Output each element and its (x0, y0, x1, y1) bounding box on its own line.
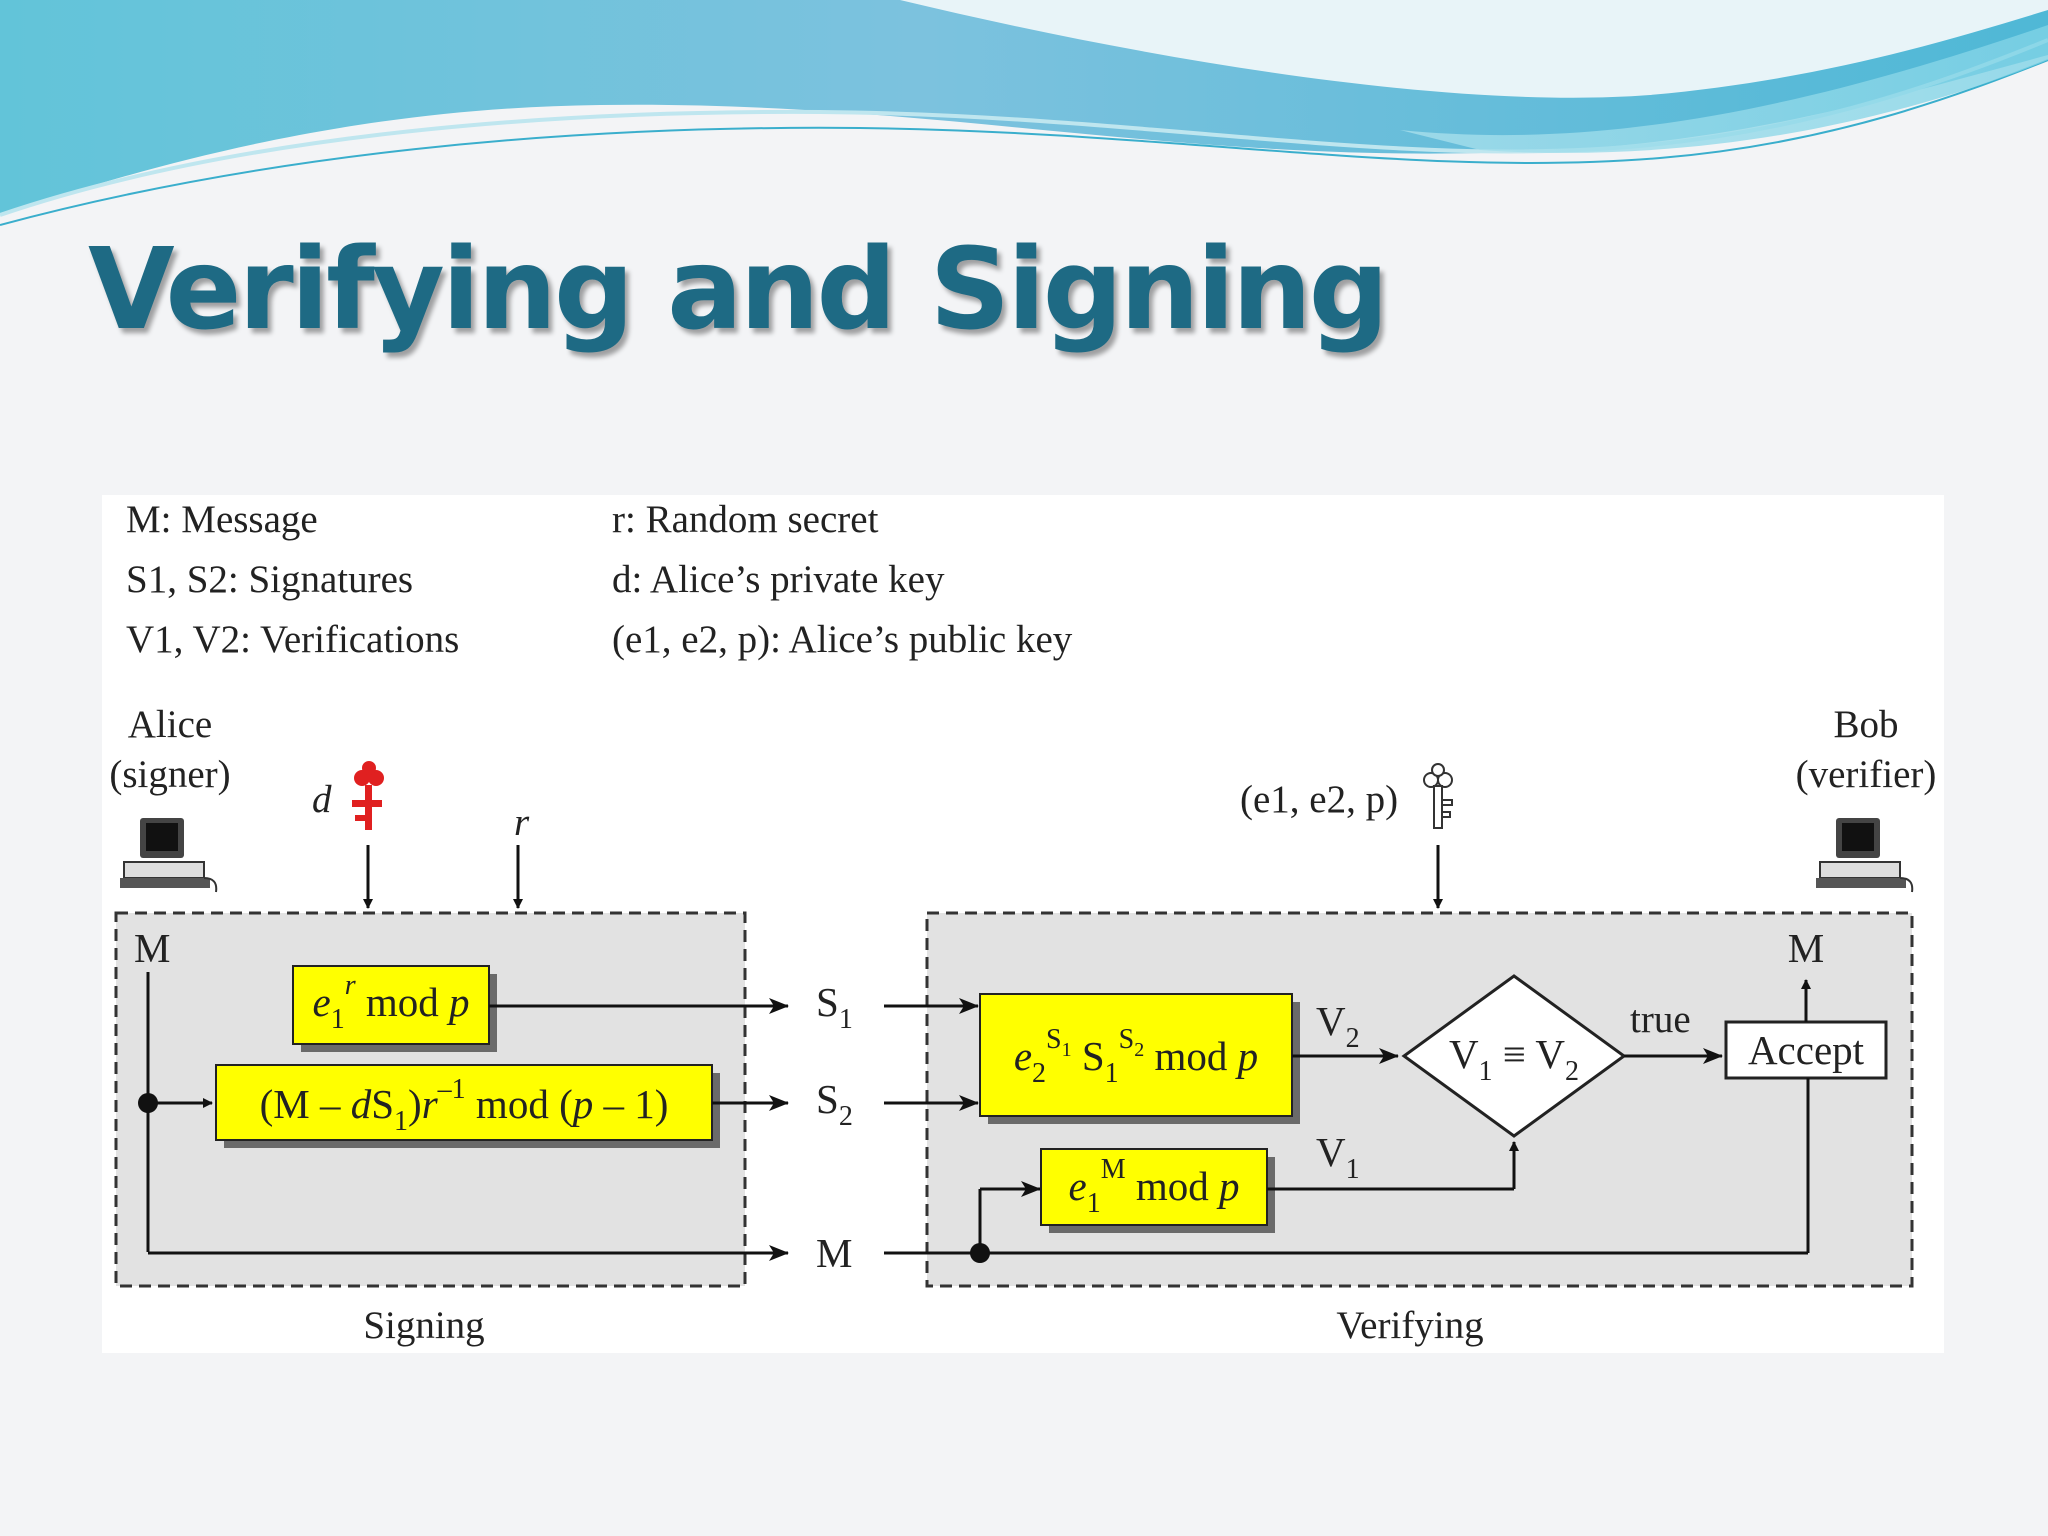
s1-formula: e1r mod p (312, 970, 469, 1035)
s2-formula-box (215, 1064, 713, 1141)
signing-label: Signing (363, 1304, 484, 1347)
legend-message: M: Message (126, 498, 318, 541)
random-symbol: r (514, 801, 530, 844)
verified-output-m: M (1788, 925, 1824, 971)
legend-random-secret: r: Random secret (612, 498, 879, 541)
s1-formula-box (292, 965, 490, 1045)
legend-private-key: d: Alice’s private key (612, 558, 945, 601)
legend-public-key: (e1, e2, p): Alice’s public key (612, 618, 1073, 661)
verifying-label: Verifying (1336, 1304, 1483, 1347)
public-key-icon (1423, 763, 1453, 829)
accept-box (1724, 1020, 1888, 1080)
v1-formula-box (1040, 1148, 1268, 1226)
public-key-label: (e1, e2, p) (1240, 778, 1398, 821)
legend-signatures: S1, S2: Signatures (126, 558, 413, 601)
true-label: true (1630, 998, 1691, 1041)
alice-computer-icon (120, 818, 218, 893)
alice-name: Alice (128, 703, 212, 746)
signing-input-m: M (134, 925, 170, 971)
header-wave (0, 0, 2048, 226)
output-m: M (816, 1230, 852, 1276)
v2-formula: e2S1 S1S2 mod p (1014, 1024, 1258, 1089)
bob-name: Bob (1833, 703, 1898, 746)
compare-diamond (1401, 974, 1627, 1138)
bob-role: (verifier) (1796, 753, 1937, 796)
slide-title: Verifying and Signing (88, 225, 1389, 355)
accept-label: Accept (1748, 1027, 1865, 1073)
alice-role: (signer) (109, 753, 230, 796)
private-key-icon (352, 761, 384, 830)
legend-verifications: V1, V2: Verifications (126, 618, 459, 661)
private-key-symbol: d (312, 778, 332, 821)
bob-computer-icon (1816, 818, 1914, 893)
v1-formula: e1M mod p (1068, 1154, 1239, 1219)
